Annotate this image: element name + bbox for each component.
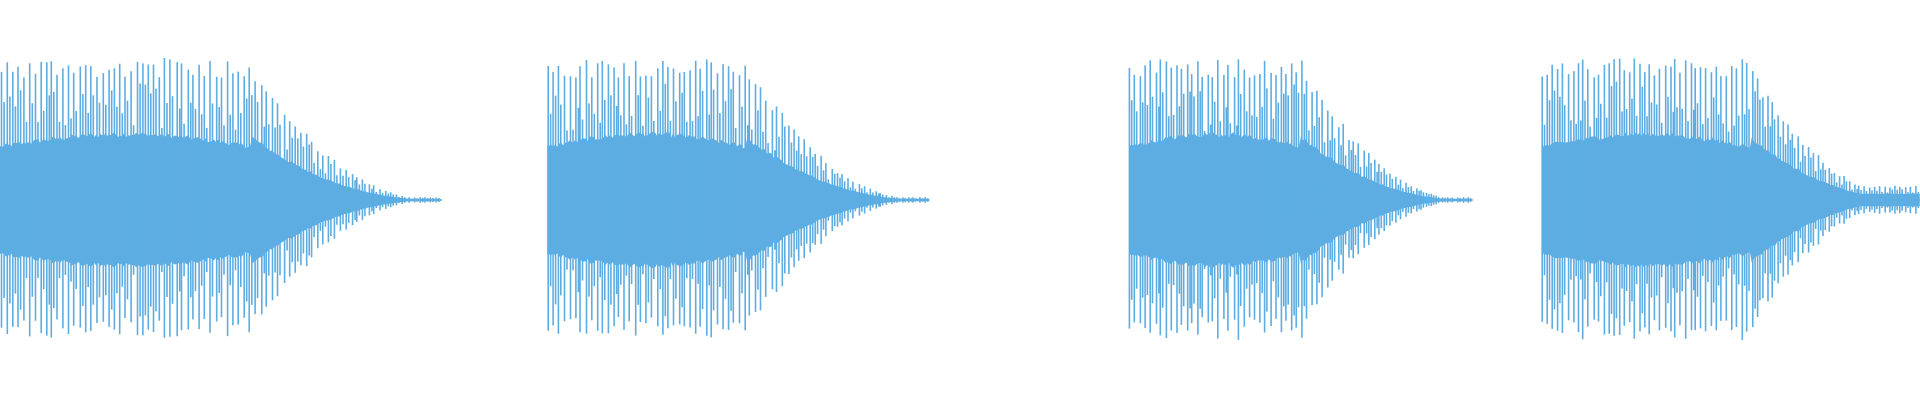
- waveform-clip-2[interactable]: [547, 59, 930, 338]
- waveform-clip-3[interactable]: [1128, 59, 1473, 340]
- waveform-clip-1[interactable]: [0, 58, 442, 338]
- waveform-clip-4[interactable]: [1541, 58, 1920, 341]
- waveform-clips: [0, 58, 1920, 341]
